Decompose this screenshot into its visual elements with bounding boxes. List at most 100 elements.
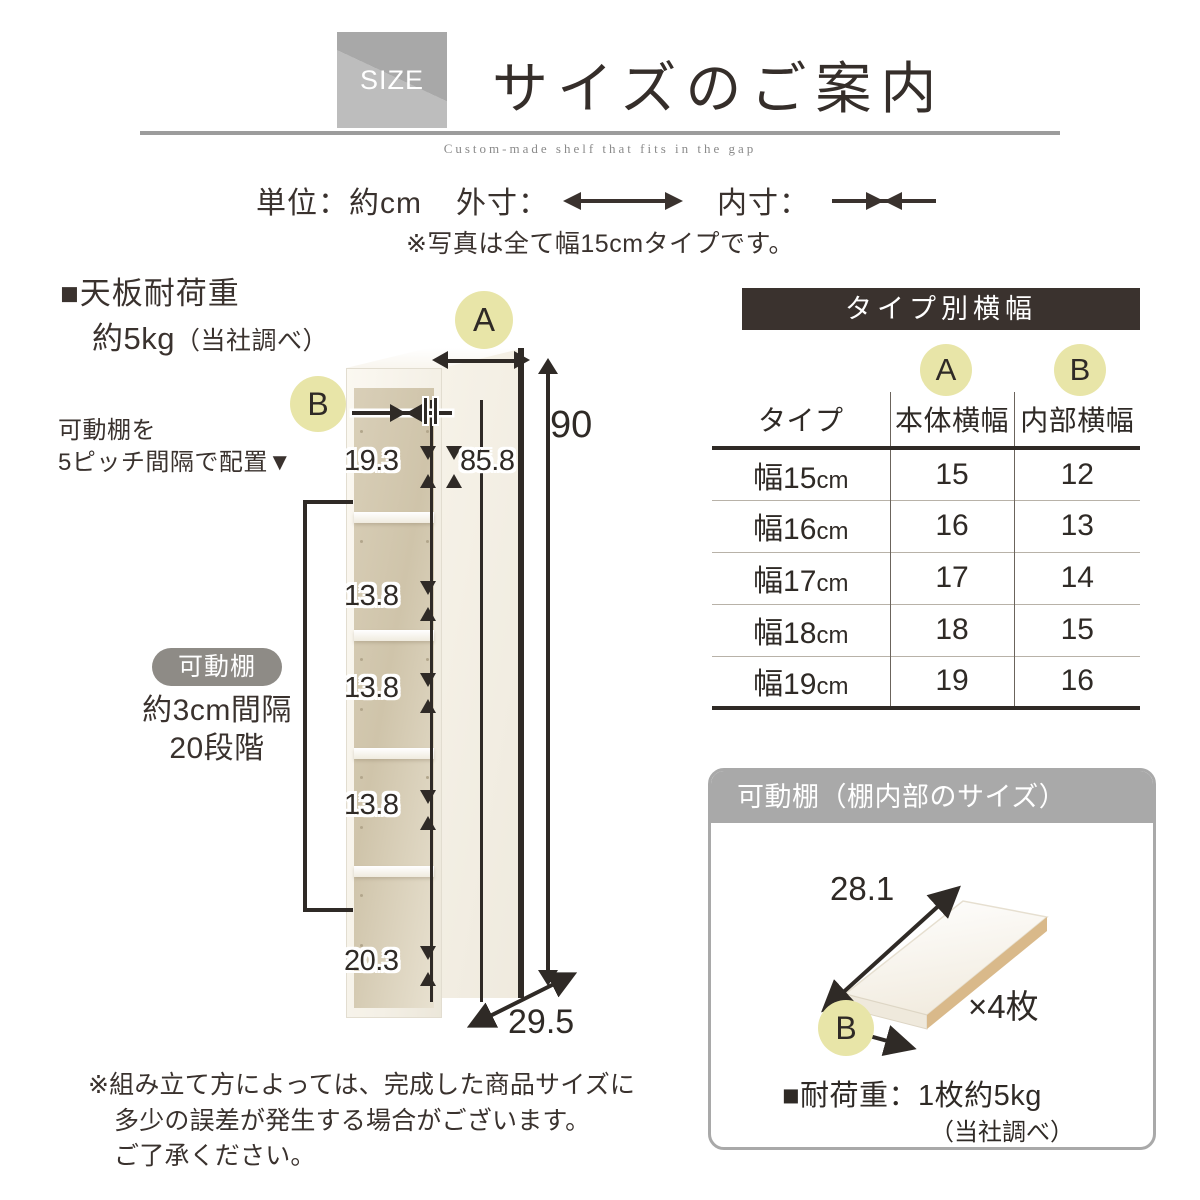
table-row: 幅15cm 15 12 — [712, 448, 1140, 500]
disclaimer-line3: ご了承ください。 — [114, 1142, 316, 1170]
table-header-row: タイプ 本体横幅 内部横幅 — [712, 392, 1140, 448]
assembly-disclaimer: ※組み立て方によっては、完成した商品サイズに 多少の誤差が発生する場合がございま… — [88, 1068, 635, 1175]
width-table-title: タイプ別横幅 — [742, 288, 1140, 330]
width-table: タイプ 本体横幅 内部横幅 幅15cm 15 12 幅16cm 16 13 幅1… — [712, 392, 1140, 710]
cell-type: 幅18cm — [753, 617, 849, 650]
cell-type: 幅15cm — [753, 461, 849, 495]
shelf-board — [354, 630, 434, 641]
shelf-pitch-text: 約3cm間隔 20段階 — [112, 692, 322, 768]
shelf-side-edge — [518, 348, 524, 998]
shelf-interior-cavity — [354, 388, 434, 1008]
shelf-pitch-line1: 約3cm間隔 — [142, 694, 292, 727]
cell-type: 幅17cm — [753, 565, 849, 598]
inner-width-tick — [434, 398, 437, 424]
cell-type: 幅16cm — [753, 513, 849, 546]
peg-hole — [360, 540, 363, 543]
compartment-height-value: 13.8 — [344, 580, 399, 612]
col-header-body-width: 本体横幅 — [889, 392, 1014, 448]
disclaimer-line1: ※組み立て方によっては、完成した商品サイズに — [88, 1071, 636, 1099]
peg-hole — [426, 540, 429, 543]
compartment-height-value: 13.8 — [344, 672, 399, 704]
unit-label: 単位：約cm — [256, 187, 422, 220]
depth-value: 29.5 — [508, 1003, 575, 1041]
inner-width-vertical-arrows — [420, 446, 436, 488]
size-badge-label: SIZE — [359, 65, 424, 95]
cell-inner-width: 14 — [1013, 552, 1140, 604]
movable-shelf-pill: 可動棚 — [152, 648, 282, 686]
outer-dimension-arrow-icon — [563, 187, 683, 213]
compartment-height-value: 20.3 — [344, 945, 399, 977]
page-title: サイズのご案内 — [492, 57, 946, 120]
peg-hole — [360, 776, 363, 779]
inner-width-arrow-icon — [352, 404, 452, 422]
compartment-height-value: 13.8 — [344, 789, 399, 821]
unit-legend-row: 単位：約cm 外寸： 内寸： — [0, 178, 1200, 222]
table-row: 幅18cm 18 15 — [712, 604, 1140, 656]
board-load-source: （当社調べ） — [930, 1119, 1074, 1146]
pitch-note-line2: 5ピッチ間隔で配置▼ — [58, 448, 293, 476]
peg-hole — [360, 470, 363, 473]
cell-body-width: 17 — [889, 552, 1014, 604]
cell-body-width: 16 — [889, 500, 1014, 552]
board-quantity: ×4枚 — [968, 988, 1039, 1025]
outer-width-arrow-icon — [432, 350, 530, 372]
peg-hole — [426, 776, 429, 779]
badge-b-table: B — [1054, 344, 1106, 396]
pitch-note-line1: 可動棚を — [58, 417, 156, 444]
shelf-board — [354, 866, 434, 877]
compartment-arrows — [420, 581, 436, 621]
compartment-arrows — [420, 673, 436, 713]
peg-hole — [360, 944, 363, 947]
pitch-note: 可動棚を 5ピッチ間隔で配置▼ — [58, 415, 292, 478]
board-load-capacity: ■耐荷重：1枚約5kg — [782, 1080, 1042, 1112]
peg-hole — [360, 658, 363, 661]
cell-body-width: 15 — [889, 448, 1014, 500]
shelf-board — [354, 748, 434, 759]
table-row: 幅17cm 17 14 — [712, 552, 1140, 604]
col-header-inner-width: 内部横幅 — [1013, 392, 1140, 448]
panel-title: 可動棚（棚内部のサイズ） — [711, 771, 1153, 823]
peg-hole — [360, 894, 363, 897]
total-height-value: 90 — [550, 404, 593, 446]
disclaimer-line2: 多少の誤差が発生する場合がございます。 — [114, 1106, 591, 1135]
movable-range-bracket — [303, 500, 353, 912]
top-load-value-group: 約5kg（当社調べ） — [92, 313, 328, 358]
peg-hole — [360, 590, 363, 593]
inner-height-rail — [480, 400, 483, 1002]
peg-hole — [360, 826, 363, 829]
badge-b-diagram: B — [290, 376, 346, 432]
peg-hole — [360, 708, 363, 711]
cell-body-width: 19 — [889, 656, 1014, 708]
cell-type: 幅19cm — [753, 668, 849, 702]
size-badge: SIZE — [337, 32, 447, 128]
table-row: 幅16cm 16 13 — [712, 500, 1140, 552]
title-divider — [140, 131, 1060, 135]
inner-dimension-label: 内寸： — [717, 187, 810, 220]
peg-hole — [426, 658, 429, 661]
badge-b-panel: B — [818, 1000, 874, 1056]
shelf-board — [354, 512, 434, 523]
badge-a-table: A — [920, 344, 972, 396]
cell-inner-width: 12 — [1013, 448, 1140, 500]
cell-inner-width: 16 — [1013, 656, 1140, 708]
col-header-type: タイプ — [757, 405, 844, 436]
peg-hole — [360, 430, 363, 433]
compartment-arrows — [420, 946, 436, 986]
shelf-board-illustration — [821, 885, 1049, 1056]
outer-dimension-label: 外寸： — [456, 187, 549, 220]
inner-width-tick — [424, 398, 427, 424]
board-depth-value: 28.1 — [830, 870, 895, 907]
movable-shelf-panel: 可動棚（棚内部のサイズ） — [708, 768, 1156, 1150]
inner-width-value: 19.3 — [344, 445, 399, 477]
top-load-value: 約5kg — [92, 321, 175, 356]
total-height-arrow-icon — [538, 358, 558, 986]
photo-note: ※写真は全て幅15cmタイプです。 — [405, 230, 795, 258]
depth-arrow-icon — [466, 972, 578, 1028]
compartment-arrows — [420, 790, 436, 830]
cell-inner-width: 13 — [1013, 500, 1140, 552]
inner-height-vertical-arrows — [446, 446, 462, 488]
inner-dimension-arrow-icon — [824, 187, 944, 213]
subtitle-english: Custom-made shelf that fits in the gap — [443, 141, 757, 156]
cell-inner-width: 15 — [1013, 604, 1140, 656]
